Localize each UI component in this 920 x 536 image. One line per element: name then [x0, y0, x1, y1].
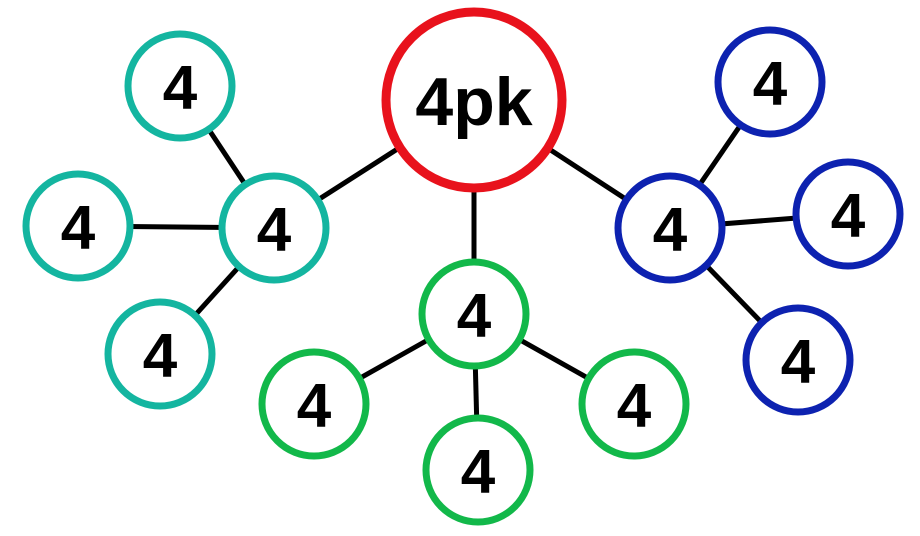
green-leaf-node-1-ring: [258, 348, 370, 460]
green-leaf-node-3: 4: [578, 348, 690, 460]
green-hub-node-label: 4: [457, 282, 492, 351]
green-leaf-node-2-label: 4: [461, 438, 496, 507]
blue-leaf-node-1-label: 4: [753, 50, 788, 119]
blue-hub-node-ring: [614, 172, 726, 284]
green-leaf-node-1: 4: [258, 348, 370, 460]
teal-leaf-node-1: 4: [124, 30, 236, 142]
teal-leaf-node-2-label: 4: [61, 194, 96, 263]
blue-hub-node: 4: [614, 172, 726, 284]
green-leaf-node-2-ring: [422, 414, 534, 526]
teal-hub-node: 4: [218, 172, 330, 284]
green-leaf-node-3-ring: [578, 348, 690, 460]
blue-leaf-node-1: 4: [714, 26, 826, 138]
teal-leaf-node-1-label: 4: [163, 54, 198, 123]
blue-leaf-node-2-ring: [792, 158, 904, 270]
teal-leaf-node-1-ring: [124, 30, 236, 142]
green-hub-node: 4: [418, 258, 530, 370]
teal-leaf-node-3: 4: [104, 298, 216, 410]
blue-hub-node-label: 4: [653, 196, 688, 265]
teal-leaf-node-2-ring: [22, 170, 134, 282]
blue-leaf-node-2: 4: [792, 158, 904, 270]
blue-leaf-node-3-label: 4: [781, 328, 816, 397]
teal-hub-node-label: 4: [257, 196, 292, 265]
root-node-ring: [381, 7, 567, 193]
green-hub-node-ring: [418, 258, 530, 370]
green-leaf-node-2: 4: [422, 414, 534, 526]
teal-leaf-node-2: 4: [22, 170, 134, 282]
blue-leaf-node-3: 4: [742, 304, 854, 416]
teal-leaf-node-3-label: 4: [143, 322, 178, 391]
root-node-label: 4pk: [415, 64, 532, 140]
blue-leaf-node-1-ring: [714, 26, 826, 138]
root-node: 4pk: [381, 7, 567, 193]
teal-leaf-node-3-ring: [104, 298, 216, 410]
blue-leaf-node-2-label: 4: [831, 182, 866, 251]
green-leaf-node-1-label: 4: [297, 372, 332, 441]
green-leaf-node-3-label: 4: [617, 372, 652, 441]
teal-hub-node-ring: [218, 172, 330, 284]
blue-leaf-node-3-ring: [742, 304, 854, 416]
